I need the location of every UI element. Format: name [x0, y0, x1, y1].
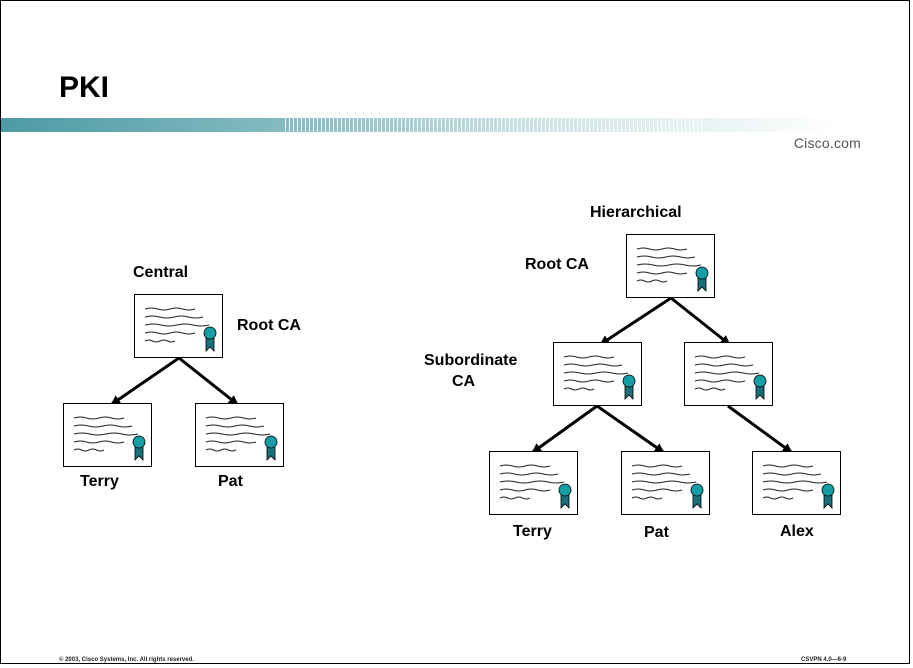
arrow-hier-sub-to-terry	[531, 404, 598, 454]
hier-alex-label: Alex	[780, 523, 814, 540]
certificate-text-line	[631, 488, 683, 492]
seal-circle	[264, 435, 278, 449]
certificate-text-line	[636, 271, 688, 275]
seal-circle	[690, 483, 704, 497]
certificate-text-line	[205, 424, 265, 428]
slide-title: PKI	[59, 71, 110, 104]
certificate-text-line	[73, 432, 139, 436]
certificate-icon	[144, 307, 217, 352]
certificate-text-line	[694, 379, 746, 383]
hier-terry-certificate	[489, 451, 578, 515]
certificate-icon	[694, 355, 767, 400]
certificate-text-line	[144, 315, 204, 319]
certificate-text-line	[636, 279, 668, 283]
certificate-text-line	[205, 416, 257, 420]
arrow-central-root-to-pat	[178, 356, 239, 406]
certificate-text-line	[694, 387, 726, 391]
certificate-text-line	[631, 472, 691, 476]
seal-circle	[821, 483, 835, 497]
certificate-text-line	[499, 480, 565, 484]
seal-circle	[132, 435, 146, 449]
certificate-icon	[631, 464, 704, 509]
certificate-text-line	[636, 255, 696, 259]
arrow-hier-root-to-sub2	[670, 296, 731, 346]
hier-root-label: Root CA	[525, 256, 589, 273]
certificate-text-line	[144, 339, 176, 343]
certificate-text-line	[563, 387, 595, 391]
arrow-hier-root-to-sub	[599, 296, 672, 346]
certificate-text-line	[563, 363, 623, 367]
certificate-text-line	[631, 464, 683, 468]
certificate-text-line	[144, 331, 196, 335]
certificate-text-line	[563, 355, 615, 359]
certificate-icon	[762, 464, 835, 509]
hier-subordinate-label-line2: CA	[452, 373, 476, 390]
brand-label: Cisco.com	[793, 135, 861, 151]
header-barcode-pattern	[285, 118, 705, 132]
certificate-text-line	[563, 371, 629, 375]
arrow-hier-sub-to-pat	[596, 404, 665, 454]
seal-circle	[622, 374, 636, 388]
certificate-text-line	[205, 432, 271, 436]
certificate-text-line	[762, 488, 814, 492]
certificate-text-line	[762, 480, 828, 484]
hierarchical-heading: Hierarchical	[590, 204, 682, 221]
arrow-central-root-to-terry	[110, 356, 180, 406]
certificate-icon	[499, 464, 572, 509]
certificate-text-line	[762, 464, 814, 468]
central-terry-label: Terry	[80, 473, 119, 490]
certificate-text-line	[694, 371, 760, 375]
hier-subordinate-certificate	[553, 342, 642, 406]
certificate-text-line	[144, 323, 210, 327]
certificate-text-line	[694, 355, 746, 359]
seal-circle	[203, 326, 217, 340]
certificate-text-line	[73, 416, 125, 420]
certificate-text-line	[73, 424, 133, 428]
certificate-icon	[205, 416, 278, 461]
certificate-text-line	[499, 464, 551, 468]
central-pat-label: Pat	[218, 473, 243, 490]
central-heading: Central	[133, 264, 189, 281]
certificate-text-line	[144, 307, 196, 311]
certificate-text-line	[499, 472, 559, 476]
central-root-label: Root CA	[237, 317, 301, 334]
certificate-text-line	[762, 472, 822, 476]
certificate-text-line	[499, 496, 531, 500]
certificate-icon	[73, 416, 146, 461]
certificate-text-line	[636, 247, 688, 251]
certificate-text-line	[205, 440, 257, 444]
central-terry-certificate	[63, 403, 152, 467]
certificate-text-line	[631, 496, 663, 500]
certificate-text-line	[631, 480, 697, 484]
hier-pat-label: Pat	[644, 524, 669, 541]
certificate-icon	[563, 355, 636, 400]
arrow-hier-sub2-to-alex	[727, 404, 793, 454]
certificate-text-line	[73, 440, 125, 444]
seal-circle	[558, 483, 572, 497]
certificate-text-line	[636, 263, 702, 267]
certificate-text-line	[205, 448, 237, 452]
certificate-text-line	[73, 448, 105, 452]
seal-circle	[695, 266, 709, 280]
footer-copyright: © 2003, Cisco Systems, Inc. All rights r…	[59, 657, 194, 663]
footer-course-code: CSVPN 4.0—6-9	[801, 657, 847, 663]
certificate-text-line	[499, 488, 551, 492]
hier-subordinate-label-line1: Subordinate	[424, 352, 518, 369]
certificate-icon	[636, 247, 709, 292]
central-pat-certificate	[195, 403, 284, 467]
hier-root-certificate	[626, 234, 715, 298]
seal-circle	[753, 374, 767, 388]
central-root-certificate	[134, 294, 223, 358]
hier-alex-certificate	[752, 451, 841, 515]
hier-subordinate2-certificate	[684, 342, 773, 406]
certificate-text-line	[563, 379, 615, 383]
certificate-text-line	[694, 363, 754, 367]
hier-terry-label: Terry	[513, 523, 552, 540]
hier-pat-certificate	[621, 451, 710, 515]
certificate-text-line	[762, 496, 794, 500]
